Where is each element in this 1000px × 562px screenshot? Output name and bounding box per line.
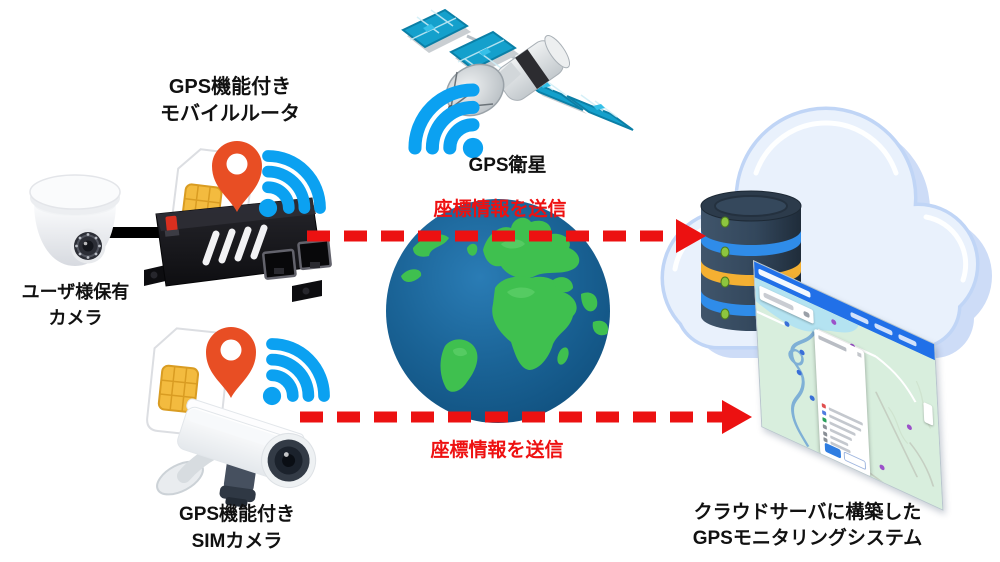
camera-router-cable [100, 227, 170, 238]
database-server-icon [700, 190, 802, 331]
mobile-router-icon [144, 197, 332, 302]
router-label: GPS機能付き モバイルルータ [160, 76, 300, 125]
mini-map [754, 277, 943, 510]
dome-camera-icon [29, 174, 121, 266]
wifi-signal-icon [258, 150, 326, 218]
arrow-label-bottom: 座標情報を送信 [430, 440, 564, 461]
location-pin-icon [212, 141, 262, 212]
wifi-signal-icon [262, 338, 330, 406]
sim-camera-label: GPS機能付き SIMカメラ [178, 504, 296, 552]
satellite-label: GPS衛星 [468, 155, 547, 176]
user-camera-label: ユーザ様保有 カメラ [21, 282, 130, 328]
satellite-icon [401, 8, 634, 159]
location-pin-icon [206, 327, 256, 398]
cloud-system-label: クラウドサーバに構築した GPSモニタリングシステム [692, 502, 923, 549]
earth-globe-icon [386, 199, 610, 423]
map-app-screenshot [753, 260, 944, 511]
arrow-label-top: 座標情報を送信 [433, 199, 567, 220]
bullet-camera-icon [156, 398, 317, 508]
